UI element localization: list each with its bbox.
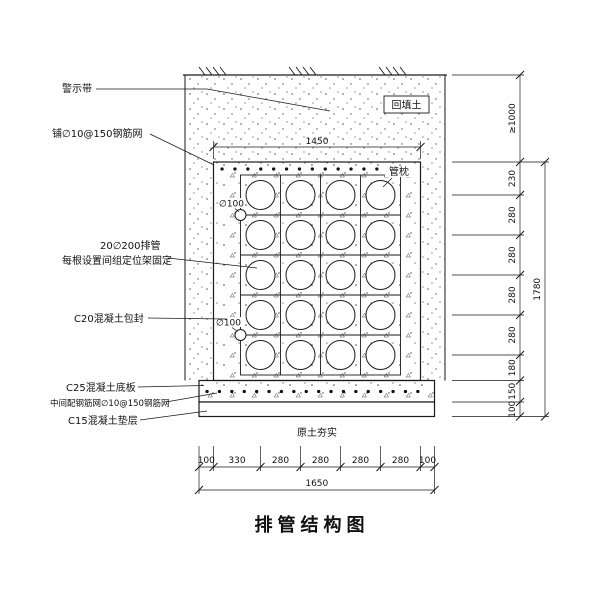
pipe-circle xyxy=(285,300,316,330)
dim-right: ≥1000 230 280 280 280 280 180 150 100 17… xyxy=(452,70,550,421)
dim-ticks xyxy=(209,142,425,152)
pipe-circle xyxy=(285,340,316,370)
top-mesh-leader xyxy=(149,133,215,166)
left-callouts: 警示带 铺∅10@150钢筋网 20∅200排管 每根设置间组定位架固定 C20… xyxy=(50,82,331,427)
pipe-circle xyxy=(325,220,356,250)
pipe-circle xyxy=(365,260,396,290)
callout-base-slab: C25混凝土底板 xyxy=(66,381,136,394)
pipe-circle xyxy=(245,220,276,250)
callout-cushion: C15混凝土垫层 xyxy=(68,414,138,427)
callout-top-mesh: 铺∅10@150钢筋网 xyxy=(52,127,143,140)
backfill-label-box: 回填土 xyxy=(383,95,430,114)
pipe-circle xyxy=(365,220,396,250)
phi100-callout-top: ∅100 xyxy=(218,198,245,213)
encasement-leader xyxy=(147,317,228,320)
dim-top: 1450 xyxy=(209,137,425,159)
drawing-title: 排管结构图 xyxy=(255,514,370,536)
dim-bottom-seg: 280 xyxy=(392,456,409,466)
mid-mesh-leader xyxy=(165,392,218,403)
dim-right-seg: 230 xyxy=(508,170,518,187)
callout-pipes-line2: 每根设置间组定位架固定 xyxy=(62,254,172,267)
phi100-label: ∅100 xyxy=(219,200,244,210)
phi100-leader xyxy=(231,327,238,332)
pipe-circle xyxy=(285,180,316,210)
pipe-circle xyxy=(245,300,276,330)
dim-right-seg: 150 xyxy=(508,382,518,399)
dim-right-seg: 280 xyxy=(508,206,518,223)
small-pipe-circle xyxy=(234,329,247,341)
dim-extensions xyxy=(452,74,549,417)
dim-bottom-total: 1650 xyxy=(305,479,328,489)
pipe-circle xyxy=(245,340,276,370)
dim-right-seg: 180 xyxy=(508,359,518,376)
phi100-callout-bottom: ∅100 xyxy=(215,317,242,332)
dim-right-seg: 280 xyxy=(508,246,518,263)
dim-bottom-seg: 100 xyxy=(419,456,436,466)
dim-right-seg: 100 xyxy=(508,400,518,417)
pipe-circle xyxy=(325,340,356,370)
pipe-circle xyxy=(245,260,276,290)
base-slab xyxy=(198,379,436,403)
pipe-circle xyxy=(285,260,316,290)
dim-bottom-seg: 280 xyxy=(352,456,369,466)
backfill-label: 回填土 xyxy=(392,99,422,112)
backfill-fill xyxy=(185,75,445,381)
pipe-circle xyxy=(365,300,396,330)
dim-bottom: 100 330 280 280 280 280 100 1650 xyxy=(194,446,439,495)
pipe-support-label: 管枕 xyxy=(389,165,409,178)
compacted-soil-label: 原土夯实 xyxy=(297,426,337,439)
dim-bottom-seg: 330 xyxy=(228,456,245,466)
pipe-circles xyxy=(245,180,396,370)
ground-hatch-icon xyxy=(198,66,407,76)
dim-right-seg: 280 xyxy=(508,326,518,343)
dim-bottom-seg: 100 xyxy=(198,456,215,466)
pipe-circle xyxy=(245,180,276,210)
pipe-circle xyxy=(325,300,356,330)
dim-top-value: 1450 xyxy=(306,137,329,147)
pipe-circle xyxy=(325,260,356,290)
callout-mid-mesh: 中间配钢筋网∅10@150钢筋网 xyxy=(50,398,169,409)
callout-warning-tape: 警示带 xyxy=(62,82,92,95)
callout-encasement: C20混凝土包封 xyxy=(74,312,144,325)
dim-bottom-seg: 280 xyxy=(272,456,289,466)
cushion-leader xyxy=(139,410,208,421)
cushion-rect xyxy=(198,401,436,418)
ground xyxy=(183,66,447,76)
dim-bottom-seg: 280 xyxy=(312,456,329,466)
pipe-circle xyxy=(365,180,396,210)
base-slab-rect xyxy=(198,379,436,403)
pipe-support-callout: 管枕 xyxy=(382,165,413,188)
dim-right-total: 1780 xyxy=(533,278,543,301)
pipes-leader xyxy=(167,257,258,269)
dim-ticks xyxy=(515,70,550,421)
pipe-circle xyxy=(325,180,356,210)
callout-pipes-line1: 20∅200排管 xyxy=(100,239,161,252)
base-slab-leader xyxy=(137,385,205,388)
phi100-leader xyxy=(234,208,240,213)
pipe-support-leader xyxy=(382,177,393,188)
pipe-lattice xyxy=(240,174,401,376)
small-pipe-circle xyxy=(234,209,247,221)
pipe-circle xyxy=(285,220,316,250)
warning-tape-leader xyxy=(96,88,331,112)
pipe-circle xyxy=(365,340,396,370)
dim-extensions xyxy=(198,446,435,494)
backfill-zone xyxy=(184,75,446,381)
phi100-label: ∅100 xyxy=(216,319,241,329)
dim-right-seg: 280 xyxy=(508,286,518,303)
dim-ticks xyxy=(194,462,439,495)
dim-right-backfill: ≥1000 xyxy=(508,103,518,134)
